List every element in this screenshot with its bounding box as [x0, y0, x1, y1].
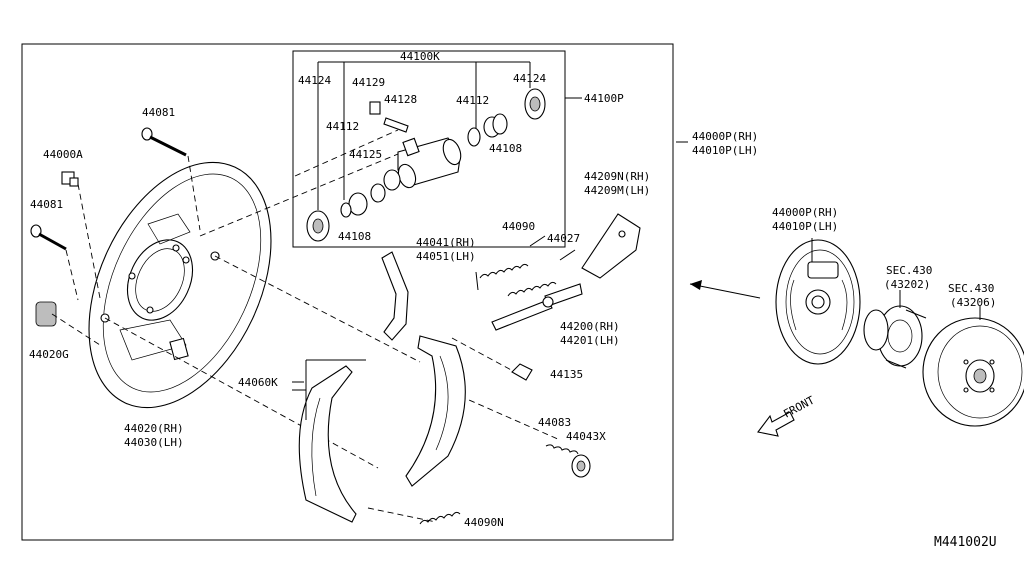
label-sec430-b: SEC.430	[948, 282, 994, 295]
label-44108-a: 44108	[338, 230, 371, 243]
label-44124-b: 44124	[513, 72, 546, 85]
spring-44090	[475, 235, 546, 291]
brake-shoe-front	[405, 335, 466, 487]
label-sec430-a-num: (43202)	[884, 278, 930, 291]
label-44090N: 44090N	[464, 516, 504, 529]
label-44060K: 44060K	[238, 376, 278, 389]
label-44209N-rh: 44209N(RH)	[584, 170, 650, 183]
label-44090: 44090	[502, 220, 535, 233]
assembly-arrow	[689, 280, 761, 299]
clip-44135	[511, 363, 533, 381]
label-44108-b: 44108	[489, 142, 522, 155]
label-44200-rh: 44200(RH)	[560, 320, 620, 333]
label-44135: 44135	[550, 368, 583, 381]
bolt-44081-upper	[141, 127, 187, 157]
wheel-cylinder	[397, 137, 462, 189]
bolt-44081-lower	[30, 224, 67, 251]
label-44125: 44125	[349, 148, 382, 161]
label-44083: 44083	[538, 416, 571, 429]
label-44112-a: 44112	[326, 120, 359, 133]
front-arrow	[757, 411, 795, 437]
adjuster-lever-44209	[581, 213, 641, 279]
label-44124-a: 44124	[298, 74, 331, 87]
plug-44020G	[35, 301, 57, 327]
label-44128: 44128	[384, 93, 417, 106]
brake-shoe-rear	[298, 365, 357, 523]
label-44081-a: 44081	[142, 106, 175, 119]
label-44020G: 44020G	[29, 348, 69, 361]
label-44201-lh: 44201(LH)	[560, 334, 620, 347]
spring-44027	[507, 249, 576, 297]
main-frame	[21, 43, 674, 541]
label-sec430-a: SEC.430	[886, 264, 932, 277]
label-44010P-lh-a: 44010P(LH)	[692, 144, 758, 157]
label-44081-b: 44081	[30, 198, 63, 211]
adjuster-44200	[491, 283, 583, 331]
label-front: FRONT	[781, 393, 817, 420]
hold-down-spring-44083	[545, 444, 591, 478]
bleeder-screw	[369, 101, 409, 133]
piston-cup-left	[306, 169, 401, 242]
label-44000A: 44000A	[43, 148, 83, 161]
label-44010P-lh-b: 44010P(LH)	[772, 220, 838, 233]
label-44100K: 44100K	[400, 50, 440, 63]
label-sec430-b-num: (43206)	[950, 296, 996, 309]
backing-plate	[88, 161, 272, 409]
label-44100P: 44100P	[584, 92, 624, 105]
label-44041-rh: 44041(RH)	[416, 236, 476, 249]
label-44112-b: 44112	[456, 94, 489, 107]
nut-44000A	[61, 171, 79, 187]
hub-bearing-43202	[863, 305, 927, 369]
brake-assembly-44000P	[775, 239, 861, 365]
label-44027: 44027	[547, 232, 580, 245]
label-44000P-rh-a: 44000P(RH)	[692, 130, 758, 143]
label-44129: 44129	[352, 76, 385, 89]
label-44043X: 44043X	[566, 430, 606, 443]
label-44000P-rh-b: 44000P(RH)	[772, 206, 838, 219]
label-44030-lh: 44030(LH)	[124, 436, 184, 449]
label-44051-lh: 44051(LH)	[416, 250, 476, 263]
wheel-cylinder-kit-box	[292, 50, 566, 248]
spring-44090N	[419, 511, 461, 525]
diagram-id: M441002U	[934, 535, 997, 550]
label-44020-rh: 44020(RH)	[124, 422, 184, 435]
parking-brake-lever	[381, 251, 409, 341]
brake-drum-43206	[922, 317, 1024, 427]
label-44209M-lh: 44209M(LH)	[584, 184, 650, 197]
piston-cup-right	[467, 88, 546, 147]
